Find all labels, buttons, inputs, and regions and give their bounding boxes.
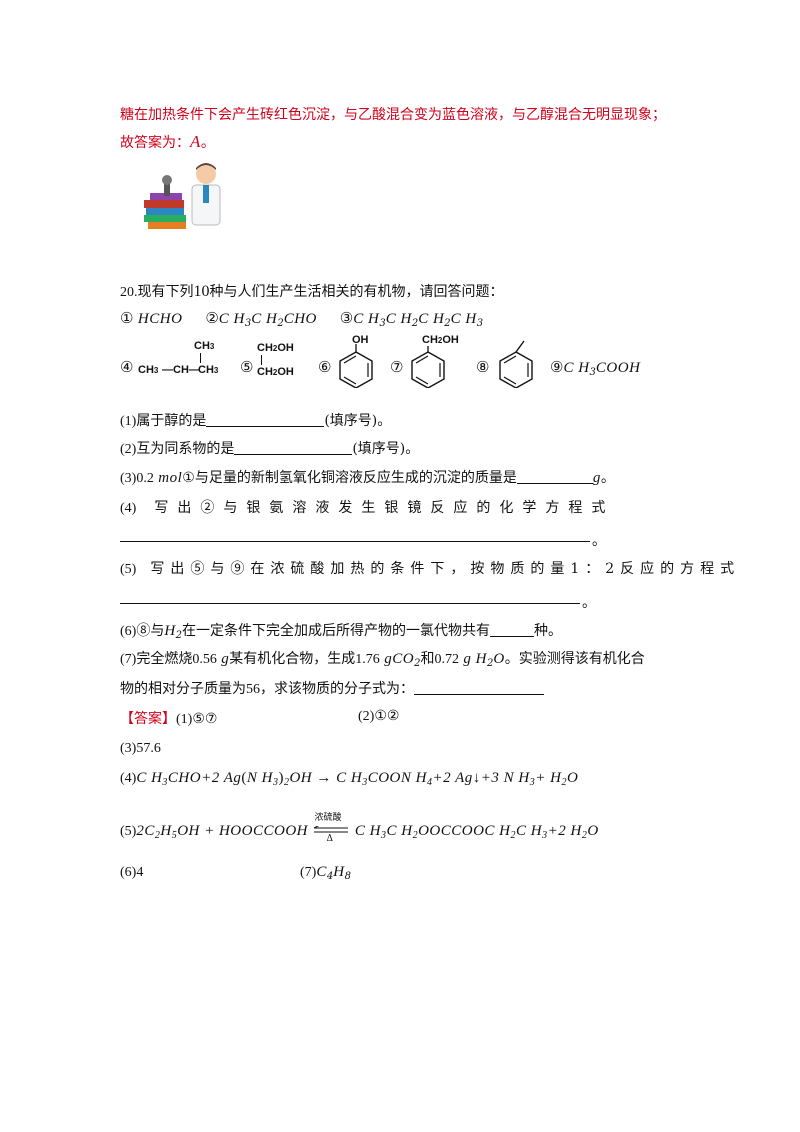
structure-8-toluene — [494, 338, 544, 392]
structure-7-benzyl-alcohol: CH2OH — [406, 334, 459, 392]
answer-blank-3[interactable] — [516, 471, 593, 484]
compound-9: ⑨C H3COOH — [550, 358, 641, 378]
label-8: ⑧ — [476, 358, 490, 376]
answer-line-5[interactable] — [120, 603, 580, 604]
label-5: ⑤ — [240, 358, 254, 376]
question-4: (4)写出②与银氨溶液发生银镜反应的化学方程式 — [120, 500, 615, 516]
reaction-arrow-icon: 浓硫酸 Δ — [314, 813, 349, 844]
compound-list-row2: ④ CH3 CH3 —CH— CH3 ⑤ CH2OH CH2OH ⑥ OH ⑦ … — [120, 334, 680, 392]
label-6: ⑥ — [318, 358, 332, 376]
scientist-with-books-icon — [142, 160, 224, 232]
question-5-tail: 。 — [582, 595, 596, 611]
structure-4-isobutane: CH3 CH3 —CH— CH3 — [138, 340, 219, 376]
question-4-tail: 。 — [592, 533, 606, 549]
answer-blank-2[interactable] — [234, 442, 353, 455]
answer-tag: 【答案】 — [120, 711, 176, 727]
structure-5-ethylene-glycol: CH2OH CH2OH — [257, 342, 294, 378]
question-7-line2: 物的相对分子质量为56，求该物质的分子式为： — [120, 678, 544, 698]
structure-6-phenol: OH — [334, 334, 378, 392]
answer-blank-6[interactable] — [490, 624, 535, 637]
question-stem: 20.现有下列10种与人们生产生活相关的有机物，请回答问题： — [120, 283, 504, 300]
prev-text-line2: 故答案为：A。 — [120, 132, 215, 151]
answer-6: (6)4 — [120, 865, 144, 880]
label-4: ④ — [120, 358, 134, 376]
answer-5: (5)2C2H5OH + HOOCCOOH 浓硫酸 Δ C H3C H2OOCC… — [120, 813, 599, 844]
question-7-line1: (7)完全燃烧0.56 g某有机化合物，生成1.76 gCO2和0.72 g H… — [120, 651, 645, 669]
answer-7: (7)C4H8 — [300, 864, 351, 882]
label-7: ⑦ — [390, 358, 404, 376]
answer-blank-1[interactable] — [206, 414, 325, 427]
answer-2: (2)①② — [358, 708, 400, 724]
answer-row-1: 【答案】(1)⑤⑦ — [120, 711, 218, 727]
answer-line-4[interactable] — [120, 541, 590, 542]
prev-text-line1: 糖在加热条件下会产生砖红色沉淀，与乙酸混合变为蓝色溶液，与乙醇混合无明显现象； — [120, 107, 666, 123]
compound-list-row1: ① HCHO ②C H3C H2CHO ③C H3C H2C H2C H3 — [120, 309, 484, 329]
answer-3: (3)57.6 — [120, 741, 161, 756]
question-1: (1)属于醇的是(填序号)。 — [120, 413, 392, 429]
question-2: (2)互为同系物的是(填序号)。 — [120, 441, 420, 457]
answer-blank-7[interactable] — [414, 682, 544, 695]
answer-4: (4)C H3CHO+2 Ag(N H3)2OH → C H3COON H4+2… — [120, 770, 579, 788]
question-6: (6)⑧与H2在一定条件下完全加成后所得产物的一氯代物共有种。 — [120, 623, 563, 641]
question-5: (5)写出⑤与⑨在浓硫酸加热的条件下，按物质的量1：2反应的方程式 — [120, 561, 741, 577]
